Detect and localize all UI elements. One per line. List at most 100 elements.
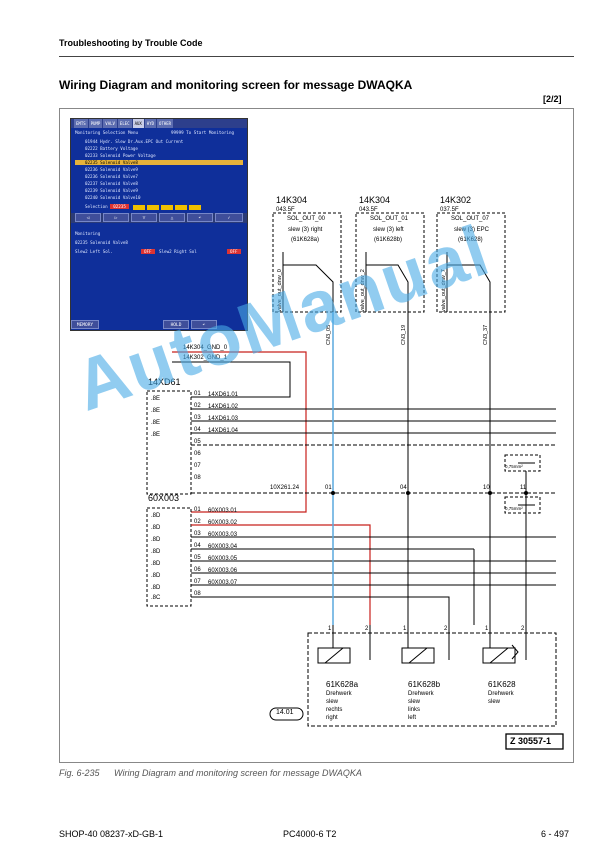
module-code: (61K628a): [291, 237, 320, 243]
list-item[interactable]: 02236 Solenoid Valve9: [85, 167, 138, 172]
valve-desc: right: [326, 715, 338, 721]
down-button[interactable]: ▽: [131, 213, 157, 222]
tab-pump[interactable]: PUMP: [88, 119, 103, 128]
valve-id: 61K628b: [408, 680, 441, 689]
selection-value[interactable]: 02235: [110, 204, 129, 209]
list-item[interactable]: 01944 Hydr. Slew Dr.Aux.EPC Out Current: [85, 139, 184, 144]
back-button[interactable]: ↶: [187, 213, 213, 222]
pin-number: 08: [194, 475, 201, 481]
valve-desc: slew: [408, 699, 421, 705]
valve-pin: 1: [403, 626, 407, 632]
list-item[interactable]: 02222 Battery Voltage: [85, 146, 138, 151]
memory-button[interactable]: MEMORY: [71, 320, 99, 329]
wire-label: 14XD61.01: [208, 392, 239, 398]
footer-page: 6 - 497: [541, 829, 570, 839]
pin-number: 07: [194, 579, 201, 585]
tab-other[interactable]: OTHER: [157, 119, 174, 128]
bus-number: 04: [400, 485, 407, 491]
list-item[interactable]: 02240 Solenoid Valve10: [85, 195, 141, 200]
figure-caption: Fig. 6-235 Wiring Diagram and monitoring…: [59, 768, 374, 778]
box-ref: 14.01: [276, 709, 294, 716]
pin-number: 01: [194, 391, 201, 397]
module-box: [355, 212, 425, 313]
pin-number: 05: [194, 439, 201, 445]
pin-code: .8D: [151, 549, 161, 555]
confirm-button[interactable]: ✓: [215, 213, 243, 222]
list-item[interactable]: 02239 Solenoid Valve9: [85, 188, 138, 193]
pin-number: 06: [194, 451, 201, 457]
valve-desc: links: [408, 707, 421, 713]
valve-pin: 1: [328, 626, 332, 632]
hold-button[interactable]: HOLD: [163, 320, 189, 329]
module-desc: slew (3) EPC: [454, 227, 490, 233]
valve-desc: left: [408, 715, 417, 721]
valve-desc: Drehwerk: [488, 691, 514, 697]
resistor-label: 0,75mm²: [505, 506, 523, 511]
conn-label: CN3_37: [483, 324, 489, 345]
valve-pin: 1: [485, 626, 489, 632]
pin-number: 02: [194, 403, 201, 409]
pin-code: .8D: [151, 525, 161, 531]
footer-model: PC4000-6 T2: [283, 829, 337, 839]
menu-header-right: 99999 To Start Monitoring: [171, 130, 235, 135]
tab-emts[interactable]: EMTS: [74, 119, 88, 128]
module-id: 14K302: [440, 195, 472, 205]
menu-header-left: Monitoring Selection Menu: [75, 130, 139, 135]
wire-label: 14XD61.02: [208, 404, 239, 410]
pin-code: .8C: [151, 595, 161, 601]
valve-pin: 2: [521, 626, 525, 632]
pin-code: .8E: [151, 408, 161, 414]
selection-label: Selection: [85, 204, 108, 209]
monitored-item: 02235 Solenoid Valve8: [75, 240, 128, 245]
pin-code: .8D: [151, 537, 161, 543]
pin-number: 04: [194, 543, 201, 549]
list-item[interactable]: 02233 Solenoid Power Voltage: [85, 153, 156, 158]
wire-label: 60X003.06: [208, 568, 238, 574]
tab-aux[interactable]: AUX: [132, 119, 144, 128]
tab-valv[interactable]: VALV: [103, 119, 117, 128]
valve-pin: 2: [365, 626, 369, 632]
back-icon[interactable]: ↶: [191, 320, 217, 329]
module-out: SOL_OUT_07: [451, 216, 490, 222]
valve-id: 61K628: [488, 680, 516, 689]
pin-number: 04: [194, 427, 201, 433]
nav-bar: ◁ ▷ ▽ △ ↶ ✓: [71, 213, 247, 223]
left-button[interactable]: ◁: [75, 213, 101, 222]
conn-label: CN3_19: [401, 324, 407, 345]
module-code: (61K628b): [374, 237, 403, 243]
list-item[interactable]: 02236 Solenoid Valve7: [85, 174, 138, 179]
pin-number: 02: [194, 519, 201, 525]
up-button[interactable]: △: [159, 213, 185, 222]
bus-number: 01: [325, 485, 332, 491]
pin-number: 08: [194, 591, 201, 597]
right-button[interactable]: ▷: [103, 213, 129, 222]
connector-60x003: 60X003: [148, 493, 180, 503]
module-id: 14K304: [276, 195, 308, 205]
wire-label: 60X003.03: [208, 532, 238, 538]
page-title: Wiring Diagram and monitoring screen for…: [59, 78, 413, 92]
module-desc: slew (3) left: [373, 227, 404, 233]
gnd-label: 14K302_GND_1: [183, 355, 228, 361]
list-item[interactable]: 02237 Solenoid Valve8: [85, 181, 138, 186]
pin-code: .8D: [151, 585, 161, 591]
wire-label: 14XD61.04: [208, 428, 239, 434]
pin-number: 06: [194, 567, 201, 573]
screen-tabs: EMTS PUMP VALV ELEC AUX HYD OTHER: [71, 119, 247, 128]
section-header: Troubleshooting by Trouble Code: [59, 38, 203, 48]
list-item-selected[interactable]: 02235 Solenoid Valve8: [75, 160, 243, 165]
valve-desc: Drehwerk: [408, 691, 434, 697]
valve-desc: slew: [326, 699, 339, 705]
drawing-ref: Z 30557-1: [510, 736, 552, 746]
wire-label: 14XD61.03: [208, 416, 239, 422]
bus-number: 10: [483, 485, 490, 491]
footer-doc-id: SHOP-40 08237-xD-GB-1: [59, 829, 164, 839]
module-box: [272, 212, 342, 313]
module-id: 14K304: [359, 195, 391, 205]
pin-code: .8E: [151, 396, 161, 402]
slew-left-label: Slew2 Left Sol.: [75, 249, 113, 254]
tab-hyd[interactable]: HYD: [144, 119, 157, 128]
module-sub: 037.5F: [440, 207, 459, 213]
tab-elec[interactable]: ELEC: [117, 119, 132, 128]
module-sub: 043.5F: [276, 207, 295, 213]
